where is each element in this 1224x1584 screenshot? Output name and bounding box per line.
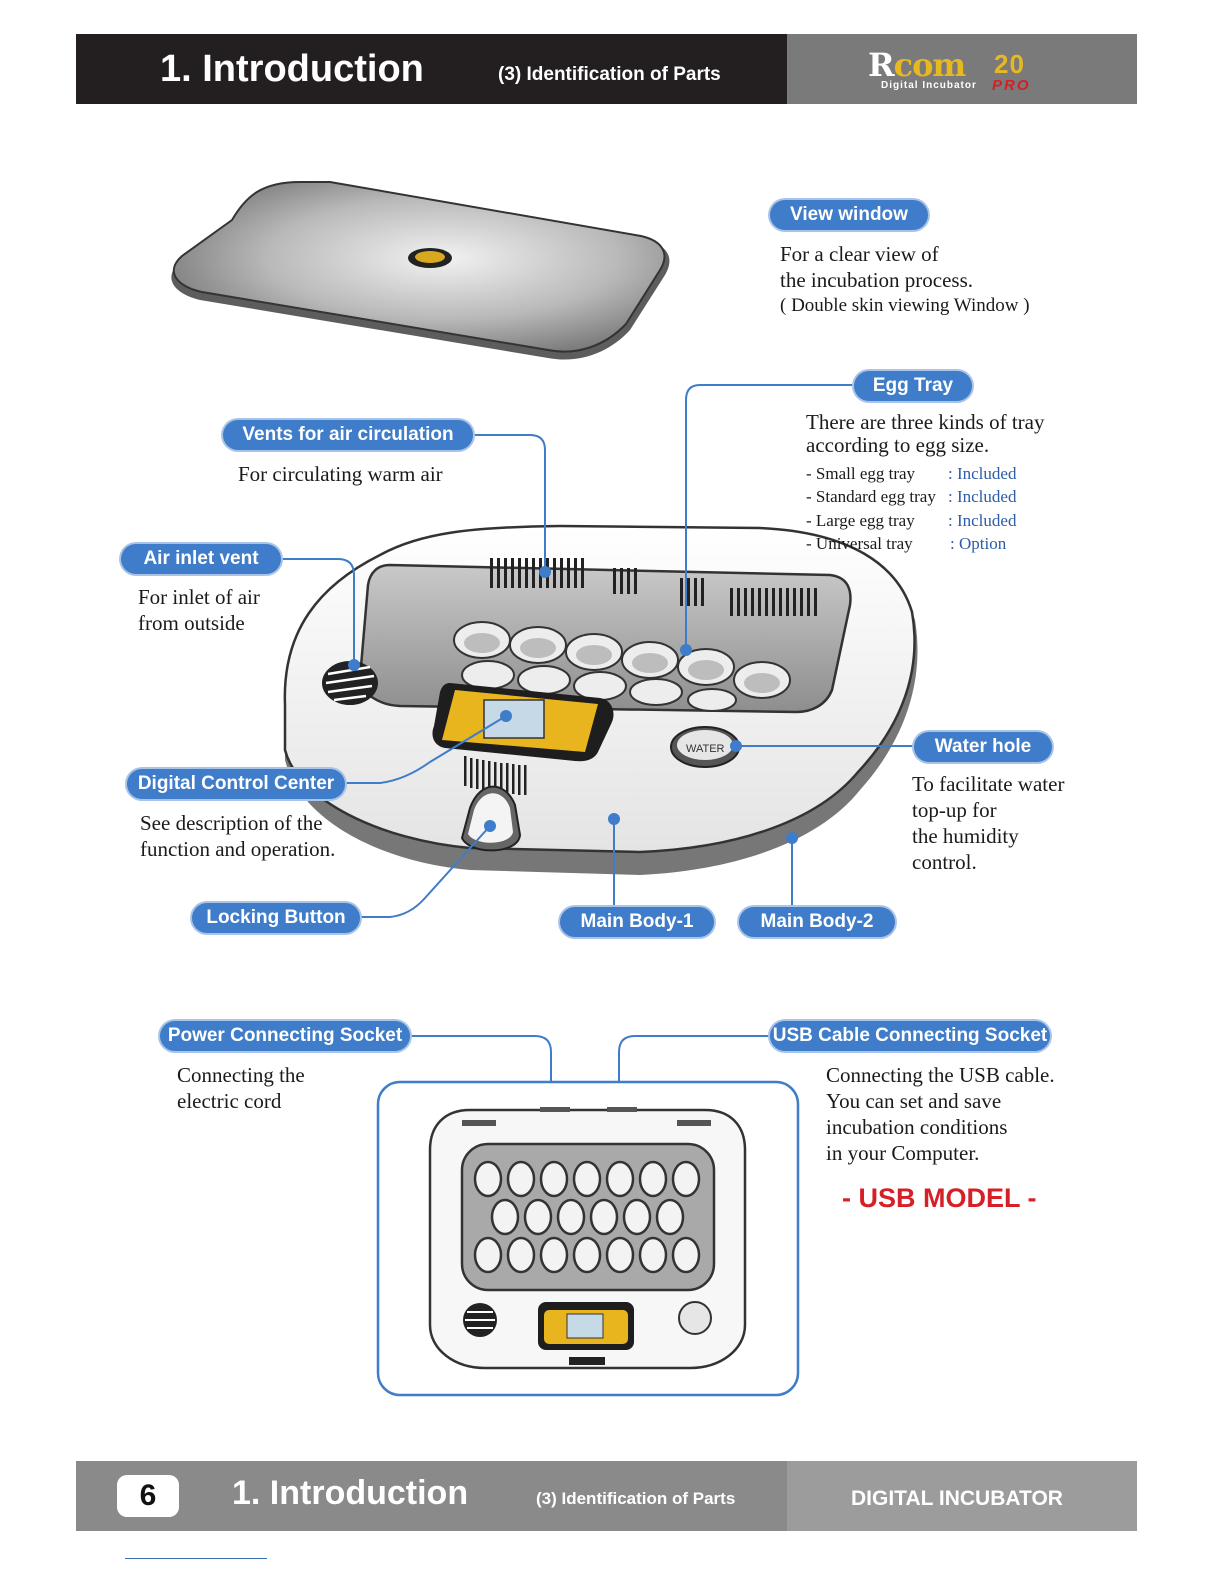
usb-socket-label: USB Cable Connecting Socket xyxy=(770,1021,1050,1051)
footer-right-panel xyxy=(787,1461,1137,1531)
footer-product-name: DIGITAL INCUBATOR xyxy=(851,1487,1063,1510)
list-item: - Large egg tray: Included xyxy=(806,510,1017,530)
water-hole-lid-label: WATER xyxy=(686,743,725,755)
view-window-description: For a clear view of the incubation proce… xyxy=(780,242,1030,316)
brand-logo: Rcom xyxy=(868,46,966,84)
header-logo-panel xyxy=(787,34,1137,104)
egg-tray-description: There are three kinds of tray according … xyxy=(806,410,1045,457)
list-item: - Standard egg tray: Included xyxy=(806,487,1017,507)
power-socket-label: Power Connecting Socket xyxy=(160,1021,410,1051)
water-hole-label: Water hole xyxy=(914,732,1052,762)
view-window-label: View window xyxy=(770,200,928,230)
air-inlet-label: Air inlet vent xyxy=(121,544,281,574)
page-number: 6 xyxy=(117,1475,179,1517)
usb-socket-description: Connecting the USB cable. You can set an… xyxy=(826,1063,1055,1165)
air-inlet-description: For inlet of air from outside xyxy=(138,585,260,635)
footer-bar xyxy=(76,1461,787,1531)
list-item: - Small egg tray: Included xyxy=(806,464,1017,483)
brand-model-number: 20 xyxy=(994,49,1025,79)
locking-button-label: Locking Button xyxy=(192,903,360,933)
control-center-description: See description of the function and oper… xyxy=(140,811,336,861)
brand-tagline: Digital Incubator xyxy=(881,80,977,91)
footer-title: 1. Introduction xyxy=(232,1474,469,1512)
vents-description: For circulating warm air xyxy=(238,462,443,486)
usb-model-note: - USB MODEL - xyxy=(842,1183,1037,1213)
view-window-lid xyxy=(171,181,670,360)
section-subtitle: (3) Identification of Parts xyxy=(498,64,721,85)
egg-tray-list: - Small egg tray: Included - Standard eg… xyxy=(806,462,1016,555)
header-bar xyxy=(76,34,787,104)
vents-label: Vents for air circulation xyxy=(223,420,473,450)
brand-edition: PRO xyxy=(992,77,1031,94)
main-body-2-label: Main Body-2 xyxy=(739,907,895,937)
list-item: - Universal tray: Option xyxy=(806,533,1007,553)
egg-tray-label: Egg Tray xyxy=(854,371,972,401)
control-center-label: Digital Control Center xyxy=(127,769,345,799)
power-socket-description: Connecting the electric cord xyxy=(177,1063,305,1113)
incubator-body: WATER xyxy=(283,524,918,875)
callout-leader-lines xyxy=(278,384,914,1098)
water-hole-description: To facilitate water top-up for the humid… xyxy=(912,772,1065,874)
footer-link-underline xyxy=(125,1558,267,1559)
main-body-1-label: Main Body-1 xyxy=(560,907,714,937)
footer-subtitle: (3) Identification of Parts xyxy=(536,1489,736,1508)
top-view-illustration xyxy=(376,1080,800,1397)
page-title: 1. Introduction xyxy=(160,48,424,90)
